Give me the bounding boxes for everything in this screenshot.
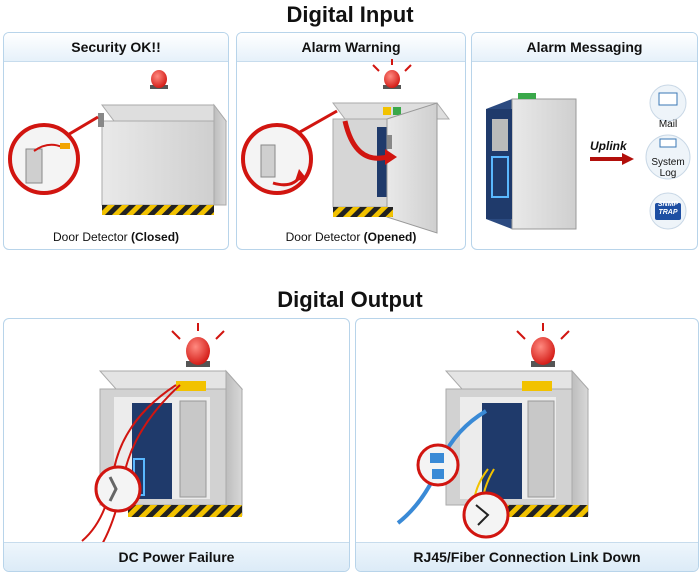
caption-prefix: Door Detector xyxy=(285,230,364,244)
mail-label: Mail xyxy=(658,119,678,130)
uplink-arrow-icon xyxy=(590,153,634,165)
mail-icon xyxy=(658,92,678,106)
link-down-caption: RJ45/Fiber Connection Link Down xyxy=(356,542,698,571)
caption-state: (Opened) xyxy=(363,230,417,244)
alarm-messaging-panel: Alarm Messaging Uplink Mail System Log S… xyxy=(471,32,698,250)
alarm-lamp-flashing-icon xyxy=(516,323,570,367)
digital-output-title: Digital Output xyxy=(277,287,423,312)
alarm-warning-panel: Alarm Warning Door Detector (Opened) xyxy=(236,32,466,250)
cabinet-icon xyxy=(444,369,590,517)
alarm-lamp-icon xyxy=(150,70,168,89)
alarm-messaging-illustration xyxy=(486,84,691,230)
digital-input-title: Digital Input xyxy=(286,2,414,27)
open-cabinet-illustration xyxy=(241,59,450,234)
closed-cabinet-illustration xyxy=(8,70,227,215)
link-down-panel: RJ45/Fiber Connection Link Down xyxy=(355,318,699,572)
broken-fiber-cable-icon xyxy=(462,468,510,539)
industrial-switch-icon xyxy=(486,93,577,230)
security-ok-panel: Security OK!! Door Detector (Closed) xyxy=(3,32,229,250)
power-failure-illustration xyxy=(81,323,244,552)
door-sensor-open-zoom-icon xyxy=(241,109,338,195)
system-log-icon xyxy=(659,138,677,148)
dc-power-failure-panel: DC Power Failure xyxy=(3,318,350,572)
door-sensor-zoom-icon xyxy=(8,115,99,195)
door-detector-opened-caption: Door Detector (Opened) xyxy=(237,230,465,244)
cabinet-icon xyxy=(98,103,227,215)
dc-power-failure-caption: DC Power Failure xyxy=(4,542,349,571)
link-down-illustration xyxy=(396,323,590,539)
alarm-lamp-flashing-icon xyxy=(372,59,412,89)
panel-title: Alarm Messaging xyxy=(472,33,697,62)
snmp-trap-icon xyxy=(655,203,681,220)
panel-title: Security OK!! xyxy=(4,33,228,62)
broken-ethernet-cable-icon xyxy=(396,409,488,525)
alarm-lamp-flashing-icon xyxy=(171,323,225,367)
open-cabinet-icon xyxy=(332,102,450,234)
broken-power-cable-icon xyxy=(81,384,181,552)
panel-title: Alarm Warning xyxy=(237,33,465,62)
caption-state: (Closed) xyxy=(131,230,180,244)
snmp-trap-label: SNMP TRAP xyxy=(657,201,679,216)
system-log-label: System Log xyxy=(651,157,685,179)
uplink-label: Uplink xyxy=(590,139,627,153)
caption-prefix: Door Detector xyxy=(52,230,132,244)
door-detector-closed-caption: Door Detector (Closed) xyxy=(4,230,228,244)
